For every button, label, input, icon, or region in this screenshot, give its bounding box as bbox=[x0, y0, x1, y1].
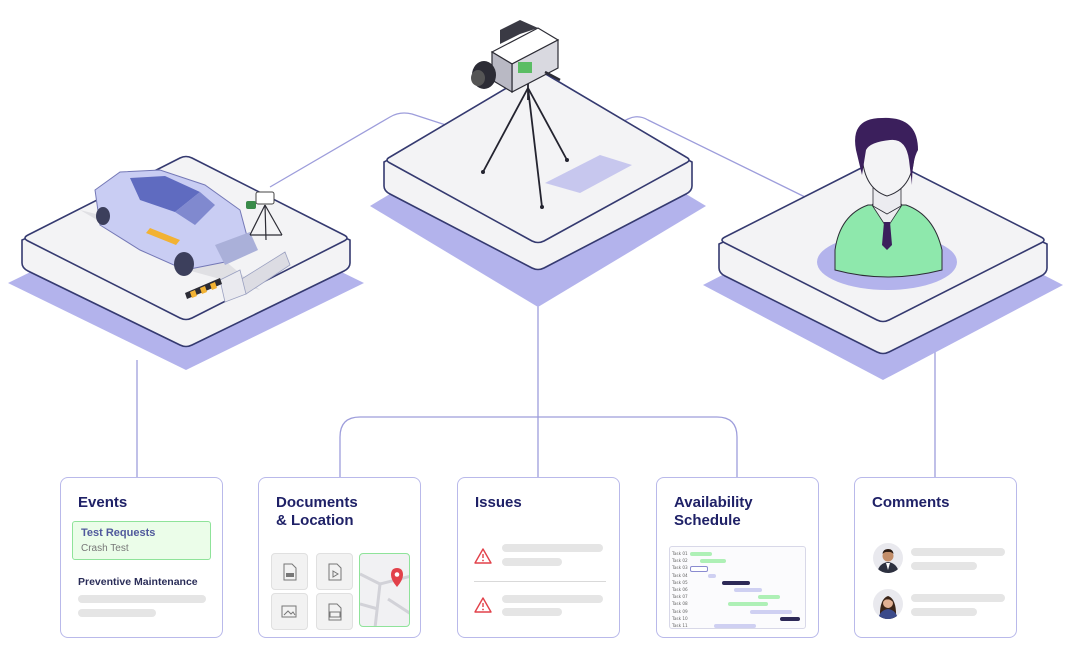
male-avatar bbox=[873, 543, 903, 573]
gantt-bar bbox=[780, 616, 800, 621]
gantt-row: Task 01 bbox=[670, 550, 805, 558]
divider bbox=[474, 581, 606, 582]
placeholder-bar bbox=[78, 609, 156, 617]
gantt-row: Task 03 bbox=[670, 564, 805, 573]
comments-title: Comments bbox=[872, 494, 950, 511]
gantt-bar bbox=[728, 602, 768, 607]
placeholder-bar bbox=[502, 608, 562, 616]
gantt-row: Task 05 bbox=[670, 579, 805, 587]
excel-file-icon[interactable] bbox=[316, 593, 353, 630]
gantt-bar bbox=[722, 580, 750, 585]
test-requests-item[interactable]: Test Requests Crash Test bbox=[72, 521, 211, 560]
availability-schedule-title: Availability Schedule bbox=[674, 494, 753, 529]
gantt-bar bbox=[714, 624, 756, 628]
issues-card[interactable]: Issues bbox=[457, 477, 620, 638]
gantt-task-label: Task 10 bbox=[672, 615, 688, 621]
documents-location-card[interactable]: Documents & Location bbox=[258, 477, 421, 638]
gantt-task-label: Task 08 bbox=[672, 601, 688, 607]
gantt-task-label: Task 09 bbox=[672, 608, 688, 614]
warning-triangle-icon bbox=[474, 597, 492, 613]
pdf-file-icon[interactable] bbox=[271, 553, 308, 590]
gantt-row: Task 06 bbox=[670, 586, 805, 594]
connector-lines bbox=[136, 112, 936, 477]
map-pin-icon bbox=[391, 568, 403, 587]
placeholder-bar bbox=[911, 548, 1005, 556]
gantt-row: Task 10 bbox=[670, 615, 805, 623]
person-bust bbox=[817, 117, 957, 290]
image-file-icon[interactable] bbox=[271, 593, 308, 630]
location-map[interactable] bbox=[359, 553, 410, 627]
placeholder-bar bbox=[911, 608, 977, 616]
test-requests-title: Test Requests bbox=[81, 527, 156, 539]
warning-triangle-icon bbox=[474, 548, 492, 564]
gantt-task-label: Task 11 bbox=[672, 623, 688, 628]
gantt-row: Task 08 bbox=[670, 600, 805, 608]
female-avatar bbox=[873, 589, 903, 619]
gantt-bar bbox=[758, 595, 780, 600]
issues-title: Issues bbox=[475, 494, 522, 511]
events-card[interactable]: Events Test Requests Crash Test Preventi… bbox=[60, 477, 223, 638]
gantt-row: Task 07 bbox=[670, 593, 805, 601]
gantt-row: Task 11 bbox=[670, 622, 805, 628]
gantt-task-label: Task 07 bbox=[672, 594, 688, 600]
gantt-bar bbox=[700, 559, 726, 564]
gantt-row: Task 04 bbox=[670, 572, 805, 580]
preventive-maintenance-label: Preventive Maintenance bbox=[78, 576, 198, 588]
gantt-task-label: Task 04 bbox=[672, 572, 688, 578]
placeholder-bar bbox=[78, 595, 206, 603]
gantt-row: Task 02 bbox=[670, 557, 805, 565]
crash-test-car bbox=[80, 169, 291, 303]
gantt-bar bbox=[690, 552, 712, 556]
placeholder-bar bbox=[502, 558, 562, 566]
video-file-icon[interactable] bbox=[316, 553, 353, 590]
camera-on-tripod bbox=[471, 20, 632, 209]
comments-card[interactable]: Comments bbox=[854, 477, 1017, 638]
gantt-bar bbox=[708, 573, 716, 578]
placeholder-bar bbox=[911, 562, 977, 570]
gantt-row: Task 09 bbox=[670, 608, 805, 616]
gantt-bar bbox=[690, 566, 708, 573]
events-title: Events bbox=[78, 494, 128, 511]
gantt-task-label: Task 06 bbox=[672, 587, 688, 592]
gantt-task-label: Task 03 bbox=[672, 565, 688, 571]
placeholder-bar bbox=[502, 544, 603, 552]
gantt-task-label: Task 01 bbox=[672, 551, 688, 556]
gantt-bar bbox=[734, 588, 762, 592]
gantt-task-label: Task 02 bbox=[672, 558, 688, 564]
test-requests-subtitle: Crash Test bbox=[81, 543, 129, 554]
placeholder-bar bbox=[911, 594, 1005, 602]
gantt-bar bbox=[750, 609, 792, 614]
placeholder-bar bbox=[502, 595, 603, 603]
gantt-task-label: Task 05 bbox=[672, 579, 688, 585]
documents-location-title: Documents & Location bbox=[276, 494, 358, 529]
